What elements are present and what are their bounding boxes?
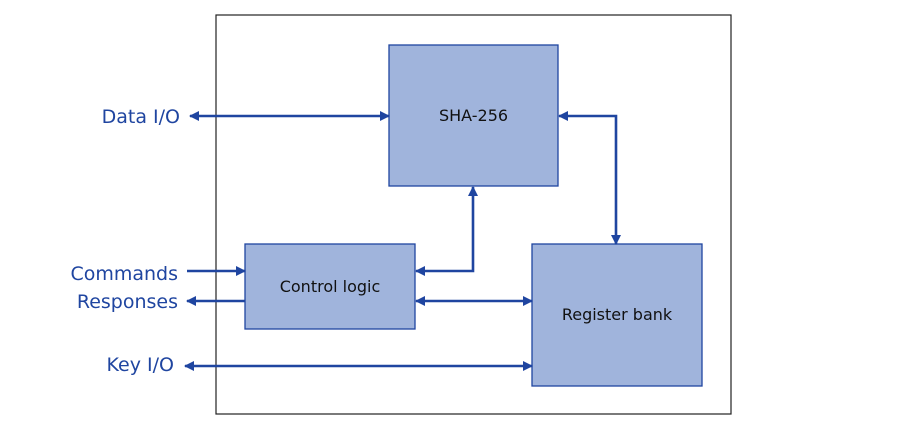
- control-logic-block: Control logic: [244, 243, 416, 330]
- chip-boundary: [215, 14, 732, 415]
- sha256-box: [388, 44, 559, 187]
- control-logic-box: [244, 243, 416, 330]
- register-bank-block: Register bank: [531, 243, 703, 387]
- register-bank-label: Register bank: [562, 305, 673, 324]
- responses-label: Responses: [77, 291, 178, 313]
- key-io-label: Key I/O: [107, 354, 174, 376]
- sha256-block: SHA-256: [388, 44, 559, 187]
- sha-register-bus: [558, 111, 621, 245]
- control-sha-bus: [415, 186, 478, 276]
- control-logic-label: Control logic: [280, 277, 381, 296]
- commands-label: Commands: [70, 263, 178, 285]
- sha256-label: SHA-256: [439, 106, 508, 125]
- data-io-label: Data I/O: [102, 106, 180, 128]
